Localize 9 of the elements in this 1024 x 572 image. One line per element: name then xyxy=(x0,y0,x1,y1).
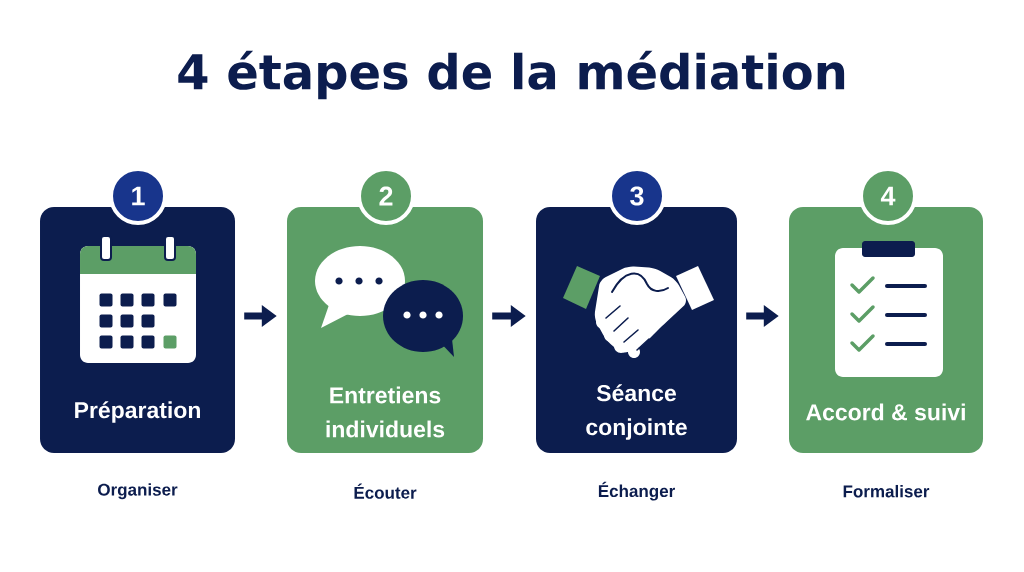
step-caption: Échanger xyxy=(598,481,675,501)
step-caption: Écouter xyxy=(354,483,417,499)
step-caption: Organiser xyxy=(98,483,178,500)
number-badge: 4 xyxy=(859,167,917,225)
number-badge: 2 xyxy=(357,167,415,225)
title: 4 étapes de la médiation xyxy=(178,50,845,100)
step-caption: Formaliser xyxy=(843,484,930,498)
number-badge: 3 xyxy=(608,167,666,225)
number-badge: 1 xyxy=(109,167,167,225)
